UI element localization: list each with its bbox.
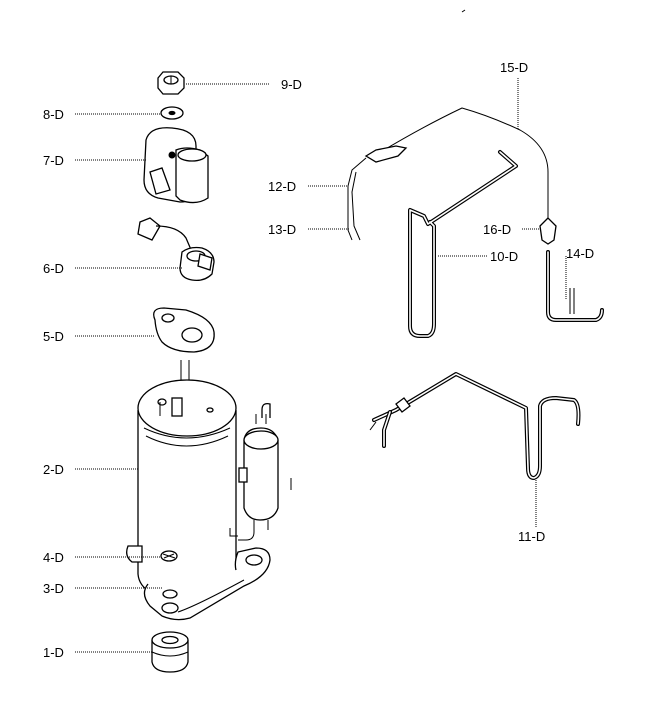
label-8-D: 8-D bbox=[43, 107, 64, 122]
label-3-D: 3-D bbox=[43, 581, 64, 596]
part-2-compressor bbox=[126, 360, 279, 621]
part-14-suction-stub bbox=[546, 250, 604, 322]
label-15-D: 15-D bbox=[500, 60, 528, 75]
part-6-overload-protector bbox=[137, 217, 215, 282]
part-5-mounting-plate bbox=[153, 307, 215, 353]
part-9-nut bbox=[157, 71, 185, 95]
part-15-capillary-tube bbox=[347, 107, 557, 245]
label-1-D: 1-D bbox=[43, 645, 64, 660]
stray-mark bbox=[461, 9, 466, 13]
label-7-D: 7-D bbox=[43, 153, 64, 168]
label-5-D: 5-D bbox=[43, 329, 64, 344]
label-11-D: 11-D bbox=[518, 529, 545, 544]
label-2-D: 2-D bbox=[43, 462, 64, 477]
label-9-D: 9-D bbox=[281, 77, 302, 92]
part-7-terminal-cover bbox=[143, 127, 209, 204]
part-11-suction-tube bbox=[369, 372, 581, 480]
label-14-D: 14-D bbox=[566, 246, 594, 261]
part-1-rubber-grommet bbox=[151, 631, 189, 673]
label-13-D: 13-D bbox=[268, 222, 296, 237]
label-12-D: 12-D bbox=[268, 179, 296, 194]
label-6-D: 6-D bbox=[43, 261, 64, 276]
label-4-D: 4-D bbox=[43, 550, 64, 565]
part-8-washer bbox=[160, 106, 184, 120]
label-10-D: 10-D bbox=[490, 249, 518, 264]
label-16-D: 16-D bbox=[483, 222, 511, 237]
part-10-discharge-tube bbox=[408, 150, 518, 338]
